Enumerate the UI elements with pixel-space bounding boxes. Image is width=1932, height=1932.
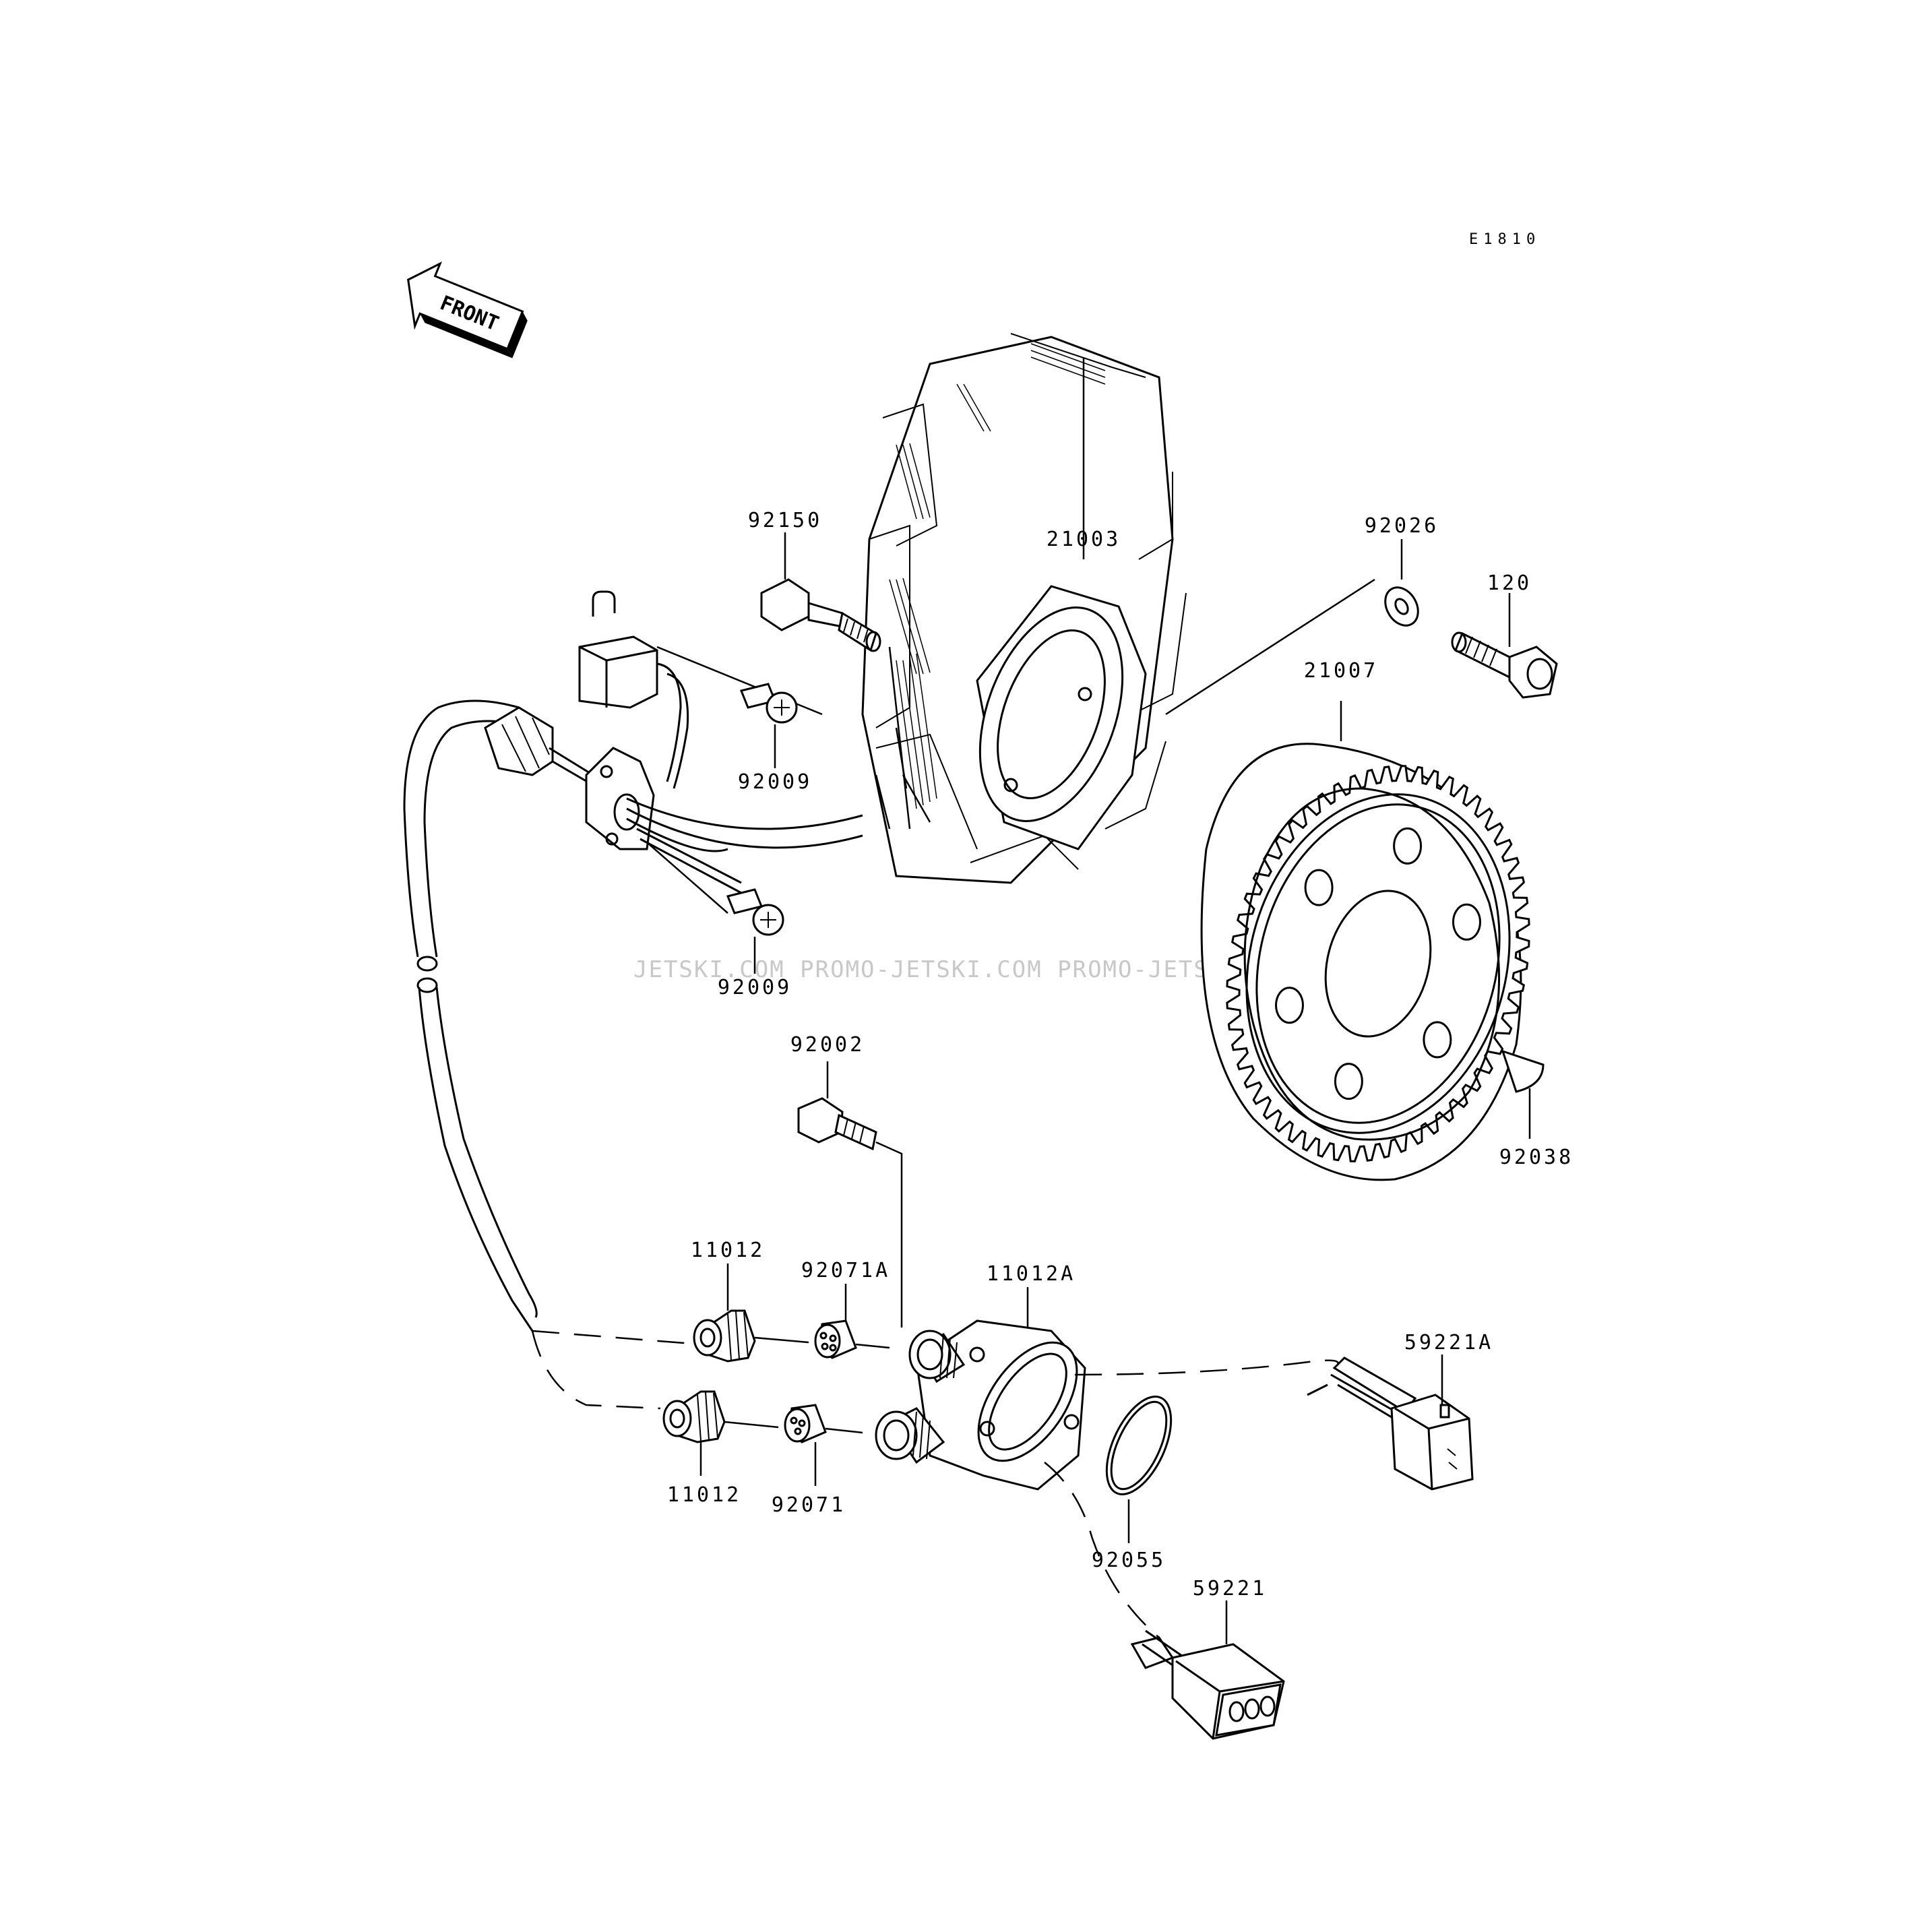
- housing-11012A: [875, 1287, 1339, 1638]
- washer-92026: [1165, 539, 1419, 716]
- part-label-92026: 92026: [1365, 514, 1439, 538]
- part-label-11012A: 11012A: [987, 1262, 1076, 1286]
- part-label-92055: 92055: [1092, 1549, 1166, 1572]
- part-label-92038: 92038: [1499, 1146, 1573, 1169]
- bolt-92150: [760, 532, 881, 652]
- screw-92009-upper: [656, 646, 823, 768]
- bolt-120: [1451, 593, 1558, 699]
- key-92038: [1501, 1049, 1545, 1139]
- flywheel-hole: [1334, 1063, 1363, 1100]
- grommet-92071A: [754, 1284, 890, 1359]
- screw-92009-lower: [646, 842, 784, 974]
- grommet-92071: [724, 1404, 863, 1486]
- part-label-92150: 92150: [748, 509, 822, 532]
- part-label-92071A: 92071A: [801, 1259, 890, 1282]
- pickup-coil: [578, 590, 689, 789]
- dash-line-lower: [531, 1330, 661, 1410]
- part-label-21007: 21007: [1304, 659, 1378, 683]
- flywheel-hole: [1393, 827, 1423, 865]
- part-label-92009-upper: 92009: [738, 770, 812, 794]
- part-label-59221A: 59221A: [1404, 1331, 1493, 1354]
- flywheel-hole: [1423, 1021, 1452, 1059]
- bolt-92002: [797, 1061, 903, 1328]
- connector-59221: [1130, 1600, 1285, 1740]
- part-label-21003: 21003: [1047, 528, 1121, 551]
- flywheel-21007: [1200, 701, 1530, 1181]
- part-label-59221: 59221: [1193, 1577, 1267, 1600]
- part-label-92071: 92071: [772, 1493, 846, 1517]
- cap-11012-lower: [662, 1390, 726, 1476]
- connector-59221A: [1307, 1354, 1474, 1491]
- cap-11012-upper: [693, 1264, 756, 1363]
- part-label-11012-lower: 11012: [667, 1483, 741, 1507]
- flywheel-hole: [1304, 869, 1334, 906]
- stator-21003: [861, 333, 1187, 884]
- flywheel-hole: [1275, 987, 1304, 1024]
- part-label-120: 120: [1487, 571, 1532, 595]
- flywheel-hole: [1452, 903, 1481, 941]
- o-ring-92055: [1105, 1396, 1173, 1543]
- front-arrow-icon: FRONT: [407, 261, 528, 359]
- part-label-92009-lower: 92009: [718, 976, 792, 999]
- diagram-code: E1810: [1469, 231, 1540, 248]
- dash-line-upper: [532, 1330, 702, 1346]
- wire-harness: [403, 699, 863, 1332]
- watermark: JETSKI.COM PROMO-JETSKI.COM PROMO-JETSKI…: [633, 956, 1300, 983]
- part-label-11012-upper: 11012: [691, 1239, 765, 1262]
- part-label-92002: 92002: [790, 1033, 865, 1057]
